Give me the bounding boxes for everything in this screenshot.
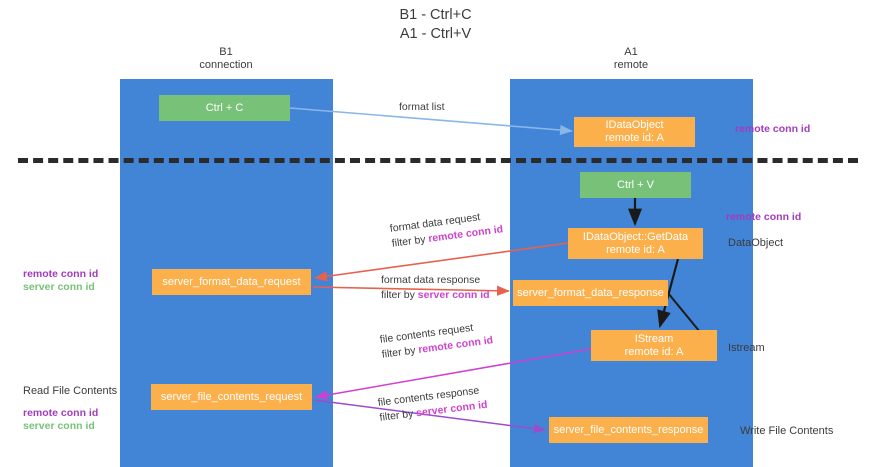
node-ctrl-v-label: Ctrl + V	[617, 178, 654, 191]
edge-label-format-data-response-line-2: filter by server conn id	[381, 288, 490, 303]
lane-b1-heading: B1 connection	[150, 46, 302, 72]
lane-b1-subtitle: connection	[199, 59, 253, 71]
note-remote-conn-id-top: remote conn id	[735, 123, 811, 135]
connector-file-contents-response	[313, 399, 546, 434]
edge-label-format-list-line-1: format list	[399, 101, 445, 113]
node-getdata-line-1: IDataObject::GetData	[582, 230, 689, 243]
edge-label-filter-prefix: filter by	[381, 344, 420, 361]
legend-middle-server-conn-id: server conn id	[23, 281, 95, 293]
node-server-format-data-request-label: server_format_data_request	[162, 275, 301, 288]
node-ctrl-c-label: Ctrl + C	[205, 101, 244, 114]
lane-b1-title: B1	[219, 46, 233, 58]
lane-a1-subtitle: remote	[613, 59, 649, 71]
side-label-istream: Istream	[728, 342, 765, 354]
node-server-file-contents-response[interactable]: server_file_contents_response	[549, 417, 708, 443]
diagram-title-line-1: B1 - Ctrl+C	[399, 7, 472, 23]
connector-response-to-istream	[667, 292, 701, 333]
node-idataobject-getdata[interactable]: IDataObject::GetData remote id: A	[568, 228, 703, 259]
edge-label-filter-prefix: filter by	[378, 407, 417, 424]
side-label-dataobject: DataObject	[728, 237, 784, 249]
node-istream-line-1: IStream	[634, 332, 674, 345]
node-server-format-data-response[interactable]: server_format_data_response	[513, 280, 668, 306]
node-server-file-contents-response-label: server_file_contents_response	[553, 423, 704, 436]
edge-label-filter-prefix: filter by	[381, 289, 418, 301]
legend-middle-remote-conn-id: remote conn id	[23, 268, 99, 280]
edge-label-format-data-response: format data response filter by server co…	[381, 273, 490, 303]
legend-bottom: Read File Contents remote conn id server…	[23, 385, 117, 433]
edge-label-format-data-response-line-1: format data response	[381, 274, 481, 286]
connector-file-contents-request	[315, 348, 592, 400]
node-getdata-line-2: remote id: A	[606, 243, 665, 256]
node-server-file-contents-request-label: server_file_contents_request	[160, 390, 303, 403]
node-ctrl-v[interactable]: Ctrl + V	[580, 172, 691, 198]
connector-getdata-to-istream	[657, 258, 680, 329]
node-server-format-data-response-label: server_format_data_response	[517, 286, 664, 299]
node-istream-line-2: remote id: A	[624, 345, 684, 358]
edge-label-filter-key-server-conn-id: server conn id	[417, 289, 490, 301]
node-ctrl-c[interactable]: Ctrl + C	[159, 95, 290, 121]
legend-bottom-heading: Read File Contents	[23, 385, 118, 397]
note-remote-conn-id-mid: remote conn id	[726, 211, 802, 223]
diagram-title: B1 - Ctrl+C A1 - Ctrl+V	[0, 6, 871, 44]
node-istream[interactable]: IStream remote id: A	[591, 330, 717, 361]
node-server-file-contents-request[interactable]: server_file_contents_request	[151, 384, 312, 410]
lane-a1-title: A1	[624, 46, 638, 58]
node-idataobject-line-2: remote id: A	[605, 132, 664, 144]
edge-label-filter-prefix: filter by	[391, 233, 430, 250]
lane-a1-heading: A1 remote	[555, 46, 707, 72]
phase-separator-dashed-line	[18, 158, 858, 163]
connector-format-data-response	[312, 285, 510, 296]
side-label-write-file-contents: Write File Contents	[740, 425, 834, 437]
node-idataobject-line-1: IDataObject	[605, 119, 664, 131]
diagram-title-line-2: A1 - Ctrl+V	[399, 26, 472, 42]
node-idataobject[interactable]: IDataObject remote id: A	[574, 117, 695, 147]
node-server-format-data-request[interactable]: server_format_data_request	[152, 269, 311, 295]
legend-middle: remote conn id server conn id	[23, 268, 98, 294]
legend-bottom-remote-conn-id: remote conn id	[23, 407, 99, 419]
connector-format-list	[289, 107, 573, 136]
edge-label-format-list: format list	[399, 100, 445, 115]
connector-format-data-request	[314, 242, 569, 282]
legend-bottom-server-conn-id: server conn id	[23, 420, 95, 432]
